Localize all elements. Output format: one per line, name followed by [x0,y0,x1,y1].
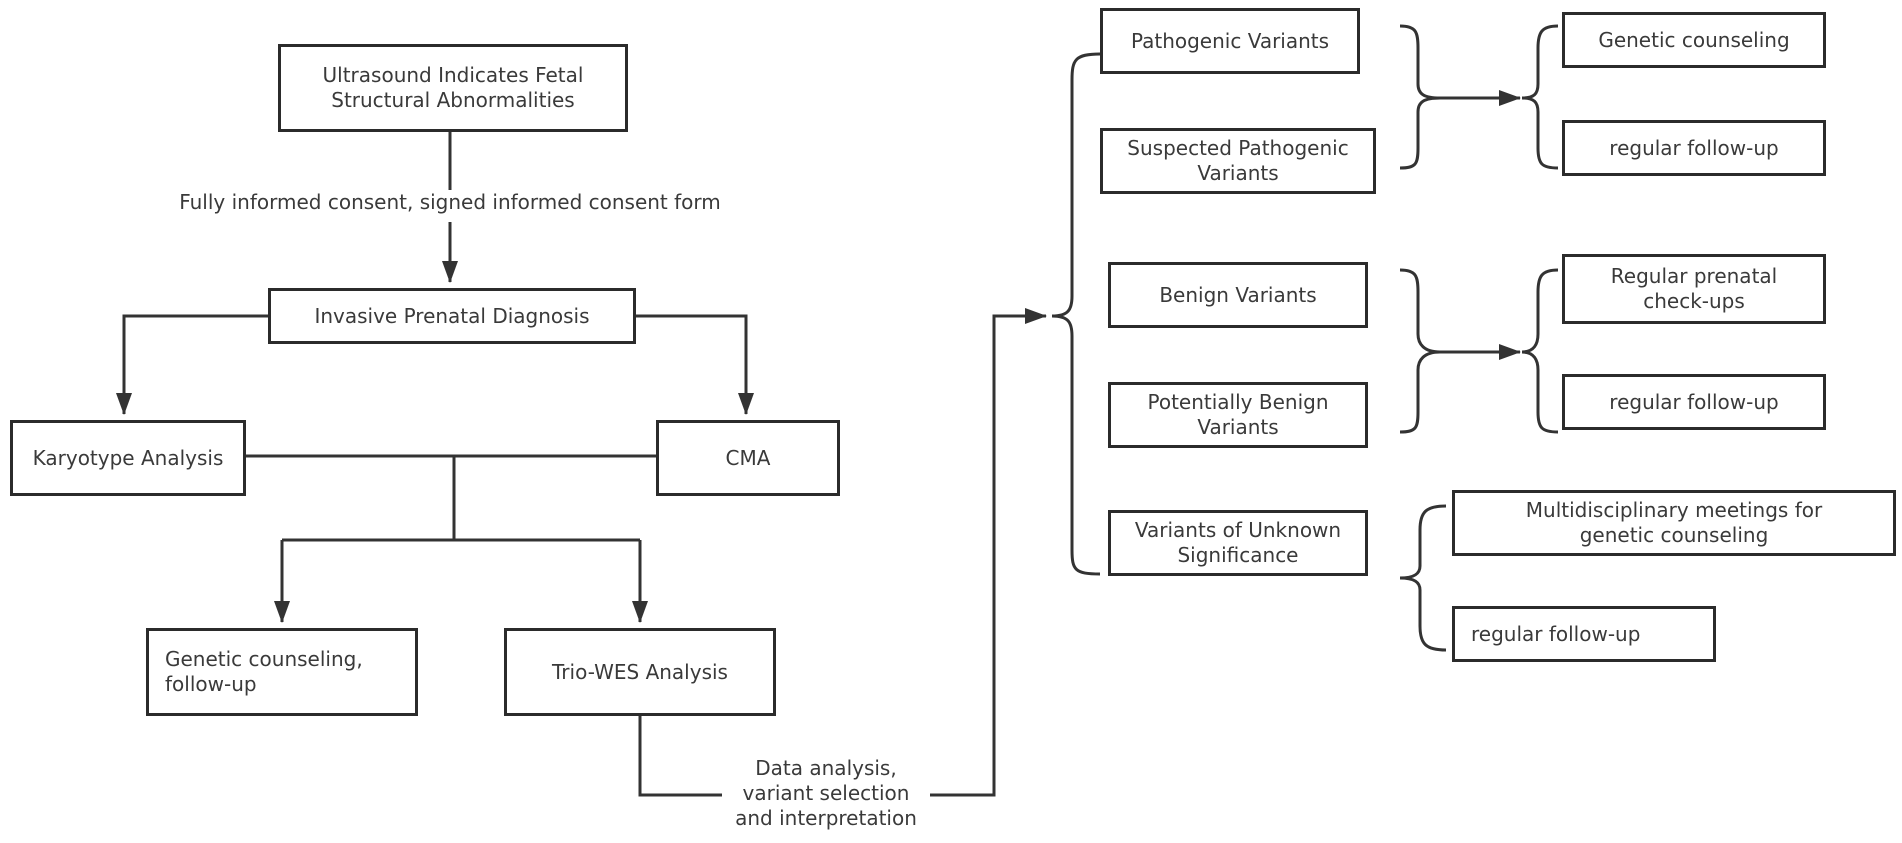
bracket-pathogenic [1399,24,1441,170]
bracket-main [1051,52,1101,576]
node-invasive-prenatal: Invasive Prenatal Diagnosis [268,288,636,344]
node-regular-followup-3: regular follow-up [1452,606,1716,662]
edge-trio-to-data-analysis [638,716,722,797]
bracket-pathogenic-actions [1521,24,1559,170]
node-potentially-benign: Potentially Benign Variants [1108,382,1368,448]
node-regular-followup-1: regular follow-up [1562,120,1826,176]
node-multidisciplinary: Multidisciplinary meetings for genetic c… [1452,490,1896,556]
bracket-benign-actions [1521,268,1559,434]
node-trio-wes: Trio-WES Analysis [504,628,776,716]
node-cma: CMA [656,420,840,496]
node-regular-prenatal: Regular prenatal check-ups [1562,254,1826,324]
edge-invasive-to-cma [636,314,754,415]
label-consent: Fully informed consent, signed informed … [179,190,721,214]
node-pathogenic: Pathogenic Variants [1100,8,1360,74]
node-genetic-counseling: Genetic counseling [1562,12,1826,68]
node-karyotype: Karyotype Analysis [10,420,246,496]
node-vus: Variants of Unknown Significance [1108,510,1368,576]
edge-invasive-to-karyotype [116,314,268,415]
label-data-analysis: Data analysis, variant selection and int… [735,756,917,830]
node-ultrasound: Ultrasound Indicates Fetal Structural Ab… [278,44,628,132]
node-genetic-followup: Genetic counseling, follow-up [146,628,418,716]
node-benign: Benign Variants [1108,262,1368,328]
node-regular-followup-2: regular follow-up [1562,374,1826,430]
bracket-benign [1399,268,1441,434]
bracket-vus [1399,504,1447,652]
edge-data-analysis-to-bracket [930,308,1047,797]
node-suspected-pathogenic: Suspected Pathogenic Variants [1100,128,1376,194]
